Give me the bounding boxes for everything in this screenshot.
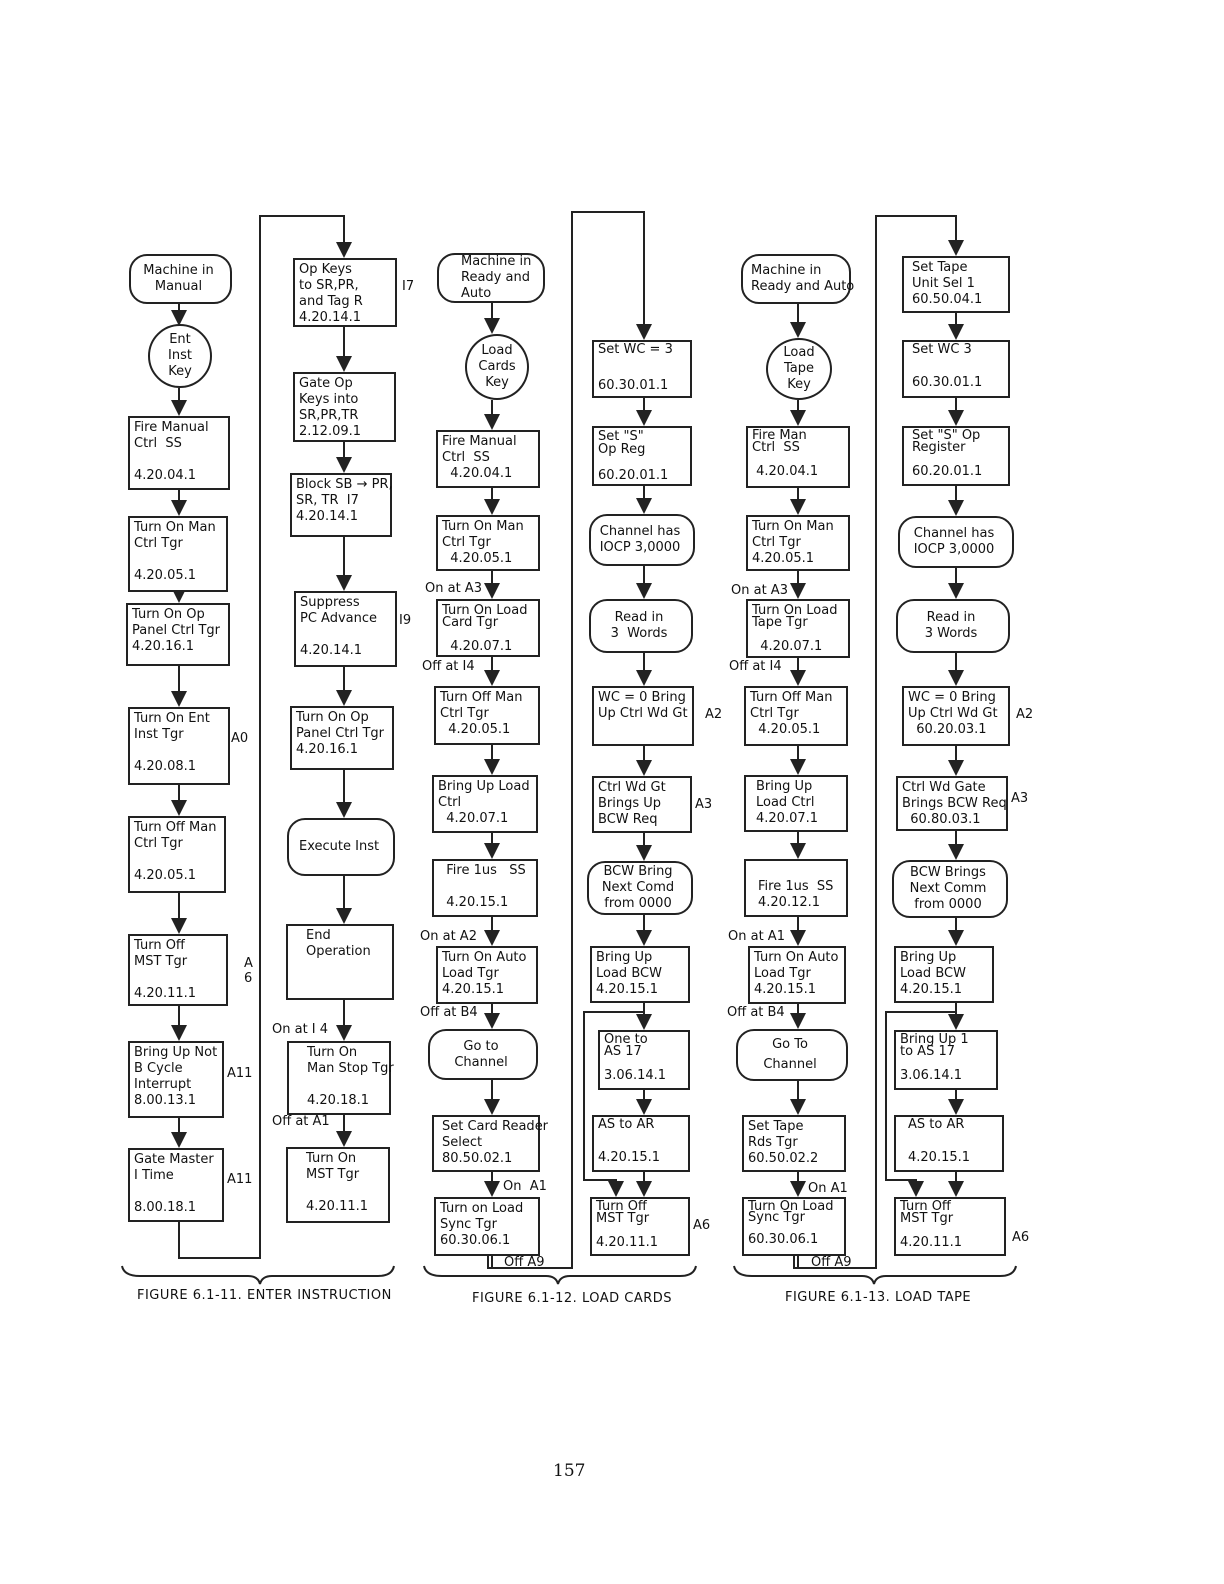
machine-ready-auto-terminal-2: Machine in Ready and Auto [741,254,854,304]
fire-1us-ss-box-2: Fire 1us SS 4.20.12.1 [744,859,848,917]
set-s-op-reg-box: Set "S" Op Reg 60.20.01.1 [592,426,692,486]
off-a9-label: Off A9 [504,1255,545,1270]
load-tape-key-node: Load Tape Key [766,338,832,400]
turn-on-load-tape-tgr-box: Turn On Load Tape Tgr 4.20.07.1 [746,599,850,658]
gate-master-i-time-box: Gate Master I Time 8.00.18.1 [128,1148,224,1222]
on-at-i4-label: On at I 4 [272,1022,329,1037]
read-in-3-words-terminal: Read in 3 Words [589,599,693,653]
ref-i9: I9 [399,613,412,628]
op-keys-box: Op Keys to SR,PR, and Tag R 4.20.14.1 [293,258,397,327]
fire-manual-ctrl-ss-box: Fire Manual Ctrl SS 4.20.04.1 [128,416,230,490]
on-a1-label-2: On A1 [808,1181,848,1196]
gate-op-keys-box: Gate Op Keys into SR,PR,TR 2.12.09.1 [293,372,396,442]
ref-a3: A3 [695,797,713,812]
on-at-a2-label: On at A2 [420,929,477,944]
turn-on-ent-inst-tgr-box: Turn On Ent Inst Tgr 4.20.08.1 [128,707,230,785]
set-card-reader-select-box: Set Card Reader Select 80.50.02.1 [432,1115,548,1172]
ref-a6-2: A6 [693,1218,711,1233]
set-wc-3-box: Set WC = 3 60.30.01.1 [592,340,692,398]
execute-inst-terminal: Execute Inst [287,818,395,876]
off-at-a1-label: Off at A1 [272,1114,330,1129]
turn-on-man-ctrl-tgr-box-2: Turn On Man Ctrl Tgr 4.20.05.1 [436,515,540,571]
end-operation-box: End Operation [286,924,394,1000]
bring-up-load-bcw-box-2: Bring Up Load BCW 4.20.15.1 [894,946,994,1003]
turn-on-mst-tgr-box: Turn On MST Tgr 4.20.11.1 [286,1147,390,1223]
load-cards-key-node: Load Cards Key [465,334,529,400]
on-at-a3-label: On at A3 [425,581,482,596]
on-a1-label: On A1 [503,1179,547,1194]
ref-a3-2: A3 [1011,791,1029,806]
turn-on-auto-load-tgr-box: Turn On Auto Load Tgr 4.20.15.1 [436,946,538,1004]
ref-a2-2: A2 [1016,707,1034,722]
turn-off-mst-tgr-box-3: Turn Off MST Tgr 4.20.11.1 [894,1197,1006,1256]
turn-on-load-sync-tgr-box-2: Turn On Load Sync Tgr 60.30.06.1 [742,1197,846,1256]
on-at-a3-label-2: On at A3 [731,583,788,598]
turn-on-load-sync-tgr-box: Turn on Load Sync Tgr 60.30.06.1 [434,1197,540,1256]
on-at-a1-label: On at A1 [728,929,785,944]
as-to-ar-box-2: AS to AR 4.20.15.1 [894,1115,1004,1172]
turn-off-man-ctrl-tgr-box-3: Turn Off Man Ctrl Tgr 4.20.05.1 [744,686,848,746]
wc0-bring-up-ctrl-wd-gt-box-2: WC = 0 Bring Up Ctrl Wd Gt 60.20.03.1 [902,686,1010,746]
ref-a2: A2 [705,707,723,722]
turn-on-auto-load-tgr-box-2: Turn On Auto Load Tgr 4.20.15.1 [748,946,846,1004]
one-to-as17-box: One to AS 17 3.06.14.1 [598,1030,690,1090]
figure-13-caption: FIGURE 6.1-13. LOAD TAPE [785,1290,972,1305]
wc0-bring-up-ctrl-wd-gt-box: WC = 0 Bring Up Ctrl Wd Gt [592,686,694,746]
ref-a11-second: A11 [227,1172,253,1187]
off-at-i4-label: Off at I4 [422,659,475,674]
turn-off-mst-tgr-box: Turn Off MST Tgr 4.20.11.1 [128,934,228,1006]
read-in-3-words-terminal-2: Read in 3 Words [896,599,1010,653]
ref-a0: A0 [231,731,249,746]
ref-i7: I7 [402,279,415,294]
ref-a11-first: A11 [227,1066,253,1081]
ctrl-wd-gt-bcw-req-box: Ctrl Wd Gt Brings Up BCW Req [592,776,692,833]
set-tape-unit-sel-box: Set Tape Unit Sel 1 60.50.04.1 [902,256,1010,313]
ref-a6: A 6 [244,956,253,986]
turn-on-man-ctrl-tgr-box-3: Turn On Man Ctrl Tgr 4.20.05.1 [746,515,850,571]
bring-up-not-b-cycle-box: Bring Up Not B Cycle Interrupt 8.00.13.1 [128,1041,224,1118]
off-a9-label-2: Off A9 [811,1255,852,1270]
set-tape-rds-tgr-box: Set Tape Rds Tgr 60.50.02.2 [742,1115,846,1172]
bring-up-1-to-as17-box: Bring Up 1 to AS 17 3.06.14.1 [894,1030,998,1090]
bring-up-load-ctrl-box-2: Bring Up Load Ctrl 4.20.07.1 [744,775,848,832]
turn-off-mst-tgr-box-2: Turn Off MST Tgr 4.20.11.1 [590,1197,690,1256]
bring-up-load-bcw-box: Bring Up Load BCW 4.20.15.1 [590,946,690,1003]
machine-ready-auto-terminal: Machine in Ready and Auto [437,253,545,303]
as-to-ar-box: AS to AR 4.20.15.1 [592,1115,690,1172]
turn-on-op-panel-ctrl-tgr-box-2: Turn On Op Panel Ctrl Tgr 4.20.16.1 [290,706,394,770]
bring-up-load-ctrl-box: Bring Up Load Ctrl 4.20.07.1 [432,775,538,833]
turn-on-op-panel-ctrl-tgr-box: Turn On Op Panel Ctrl Tgr 4.20.16.1 [126,603,230,666]
fire-manual-ctrl-ss-box-2: Fire Manual Ctrl SS 4.20.04.1 [436,430,540,488]
bcw-bring-next-comd-terminal: BCW Bring Next Comd from 0000 [587,861,693,915]
channel-has-iocp-terminal: Channel has IOCP 3,0000 [589,514,695,566]
ref-a6-3: A6 [1012,1230,1030,1245]
go-to-channel-terminal-2: Go To Channel [736,1029,848,1081]
set-s-op-register-box: Set "S" Op Register 60.20.01.1 [902,426,1010,486]
page-number: 157 [553,1461,586,1481]
fire-man-ctrl-ss-box: Fire Man Ctrl SS 4.20.04.1 [746,426,850,488]
off-at-i4-label-2: Off at I4 [729,659,782,674]
set-wc-3-box-2: Set WC 3 60.30.01.1 [902,340,1010,398]
fire-1us-ss-box: Fire 1us SS 4.20.15.1 [432,859,538,917]
off-at-b4-label-2: Off at B4 [727,1005,785,1020]
ent-inst-key-node: Ent Inst Key [148,324,212,388]
turn-off-man-ctrl-tgr-box: Turn Off Man Ctrl Tgr 4.20.05.1 [128,816,226,893]
off-at-b4-label: Off at B4 [420,1005,478,1020]
turn-off-man-ctrl-tgr-box-2: Turn Off Man Ctrl Tgr 4.20.05.1 [434,686,540,745]
turn-on-man-ctrl-tgr-box: Turn On Man Ctrl Tgr 4.20.05.1 [128,516,228,592]
figure-11-caption: FIGURE 6.1-11. ENTER INSTRUCTION [137,1288,392,1303]
bcw-brings-next-comm-terminal: BCW Brings Next Comm from 0000 [892,860,1008,918]
turn-on-load-card-tgr-box: Turn On Load Card Tgr 4.20.07.1 [436,599,540,657]
go-to-channel-terminal: Go to Channel [428,1029,538,1080]
channel-has-iocp-terminal-2: Channel has IOCP 3,0000 [898,516,1014,568]
turn-on-man-stop-tgr-box: Turn On Man Stop Tgr 4.20.18.1 [287,1041,394,1115]
suppress-pc-advance-box: Suppress PC Advance 4.20.14.1 [294,591,397,667]
ctrl-wd-gate-bcw-req-box: Ctrl Wd Gate Brings BCW Req 60.80.03.1 [896,776,1008,831]
figure-12-caption: FIGURE 6.1-12. LOAD CARDS [472,1291,673,1306]
block-sb-box: Block SB → PR, SR, TR I7 4.20.14.1 [290,473,393,537]
machine-in-manual-terminal: Machine in Manual [129,254,232,304]
